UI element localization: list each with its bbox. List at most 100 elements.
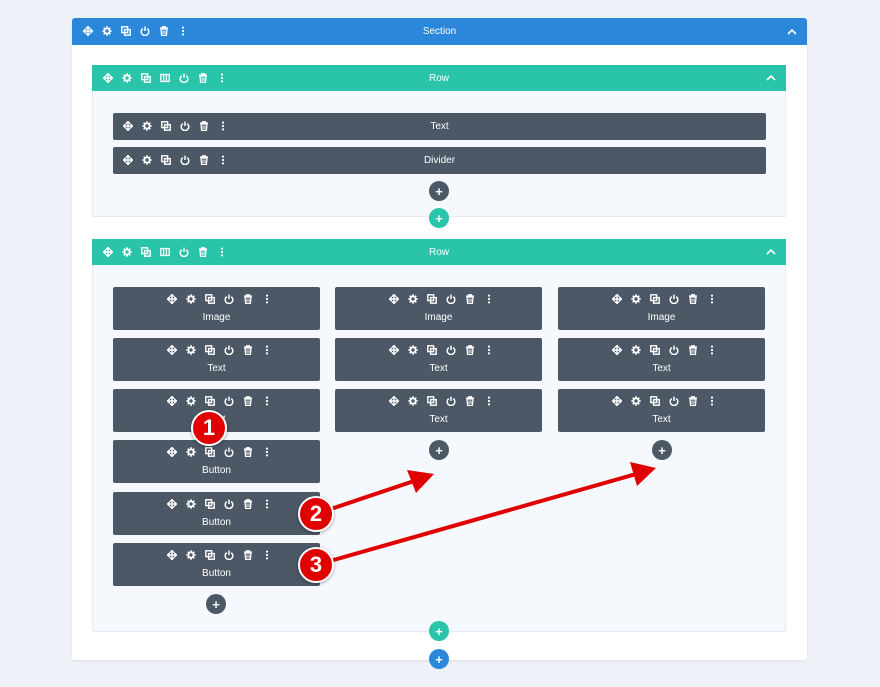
duplicate-icon[interactable] bbox=[136, 244, 155, 260]
move-icon[interactable] bbox=[607, 291, 626, 307]
power-icon[interactable] bbox=[441, 342, 460, 358]
duplicate-icon[interactable] bbox=[645, 342, 664, 358]
gear-icon[interactable] bbox=[117, 70, 136, 86]
move-icon[interactable] bbox=[384, 393, 403, 409]
more-icon[interactable] bbox=[479, 342, 498, 358]
trash-icon[interactable] bbox=[238, 444, 257, 460]
more-icon[interactable] bbox=[257, 291, 276, 307]
move-icon[interactable] bbox=[118, 152, 137, 168]
module-image[interactable]: Image bbox=[113, 287, 320, 330]
more-icon[interactable] bbox=[257, 496, 276, 512]
trash-icon[interactable] bbox=[238, 291, 257, 307]
more-icon[interactable] bbox=[213, 118, 232, 134]
add-row-button[interactable]: + bbox=[429, 208, 449, 228]
more-icon[interactable] bbox=[213, 152, 232, 168]
power-icon[interactable] bbox=[135, 23, 154, 39]
more-icon[interactable] bbox=[173, 23, 192, 39]
move-icon[interactable] bbox=[98, 70, 117, 86]
duplicate-icon[interactable] bbox=[200, 342, 219, 358]
gear-icon[interactable] bbox=[626, 342, 645, 358]
gear-icon[interactable] bbox=[117, 244, 136, 260]
trash-icon[interactable] bbox=[238, 393, 257, 409]
trash-icon[interactable] bbox=[460, 342, 479, 358]
more-icon[interactable] bbox=[479, 393, 498, 409]
power-icon[interactable] bbox=[664, 291, 683, 307]
chevron-up-icon[interactable] bbox=[764, 71, 778, 85]
duplicate-icon[interactable] bbox=[645, 393, 664, 409]
row-2-header[interactable]: Row bbox=[92, 239, 786, 265]
add-section-button[interactable]: + bbox=[429, 649, 449, 669]
duplicate-icon[interactable] bbox=[200, 444, 219, 460]
chevron-up-icon[interactable] bbox=[785, 25, 799, 39]
add-module-button[interactable]: + bbox=[652, 440, 672, 460]
add-row-button[interactable]: + bbox=[429, 621, 449, 641]
add-module-button[interactable]: + bbox=[206, 594, 226, 614]
gear-icon[interactable] bbox=[403, 342, 422, 358]
gear-icon[interactable] bbox=[626, 393, 645, 409]
power-icon[interactable] bbox=[441, 393, 460, 409]
more-icon[interactable] bbox=[702, 342, 721, 358]
module-button[interactable]: Button bbox=[113, 543, 320, 586]
move-icon[interactable] bbox=[162, 496, 181, 512]
duplicate-icon[interactable] bbox=[156, 118, 175, 134]
trash-icon[interactable] bbox=[194, 152, 213, 168]
gear-icon[interactable] bbox=[181, 444, 200, 460]
chevron-up-icon[interactable] bbox=[764, 245, 778, 259]
duplicate-icon[interactable] bbox=[200, 496, 219, 512]
add-module-button[interactable]: + bbox=[429, 181, 449, 201]
trash-icon[interactable] bbox=[193, 244, 212, 260]
duplicate-icon[interactable] bbox=[156, 152, 175, 168]
columns-icon[interactable] bbox=[155, 70, 174, 86]
move-icon[interactable] bbox=[162, 393, 181, 409]
trash-icon[interactable] bbox=[238, 342, 257, 358]
move-icon[interactable] bbox=[162, 342, 181, 358]
duplicate-icon[interactable] bbox=[422, 291, 441, 307]
move-icon[interactable] bbox=[162, 547, 181, 563]
section-header[interactable]: Section bbox=[72, 18, 807, 45]
trash-icon[interactable] bbox=[194, 118, 213, 134]
power-icon[interactable] bbox=[174, 70, 193, 86]
more-icon[interactable] bbox=[212, 70, 231, 86]
power-icon[interactable] bbox=[441, 291, 460, 307]
move-icon[interactable] bbox=[384, 342, 403, 358]
gear-icon[interactable] bbox=[137, 152, 156, 168]
trash-icon[interactable] bbox=[683, 393, 702, 409]
more-icon[interactable] bbox=[257, 393, 276, 409]
gear-icon[interactable] bbox=[97, 23, 116, 39]
more-icon[interactable] bbox=[212, 244, 231, 260]
duplicate-icon[interactable] bbox=[200, 393, 219, 409]
power-icon[interactable] bbox=[175, 152, 194, 168]
duplicate-icon[interactable] bbox=[422, 393, 441, 409]
module-text[interactable]: Text bbox=[558, 389, 765, 432]
trash-icon[interactable] bbox=[460, 291, 479, 307]
trash-icon[interactable] bbox=[193, 70, 212, 86]
power-icon[interactable] bbox=[664, 393, 683, 409]
module-text[interactable]: Text bbox=[113, 113, 766, 140]
power-icon[interactable] bbox=[219, 547, 238, 563]
power-icon[interactable] bbox=[175, 118, 194, 134]
trash-icon[interactable] bbox=[683, 291, 702, 307]
trash-icon[interactable] bbox=[238, 547, 257, 563]
trash-icon[interactable] bbox=[154, 23, 173, 39]
module-text[interactable]: Text bbox=[113, 338, 320, 381]
more-icon[interactable] bbox=[257, 444, 276, 460]
duplicate-icon[interactable] bbox=[116, 23, 135, 39]
columns-icon[interactable] bbox=[155, 244, 174, 260]
duplicate-icon[interactable] bbox=[200, 291, 219, 307]
more-icon[interactable] bbox=[702, 291, 721, 307]
trash-icon[interactable] bbox=[238, 496, 257, 512]
trash-icon[interactable] bbox=[460, 393, 479, 409]
move-icon[interactable] bbox=[118, 118, 137, 134]
gear-icon[interactable] bbox=[403, 393, 422, 409]
duplicate-icon[interactable] bbox=[645, 291, 664, 307]
gear-icon[interactable] bbox=[181, 496, 200, 512]
gear-icon[interactable] bbox=[626, 291, 645, 307]
gear-icon[interactable] bbox=[403, 291, 422, 307]
move-icon[interactable] bbox=[384, 291, 403, 307]
trash-icon[interactable] bbox=[683, 342, 702, 358]
module-divider[interactable]: Divider bbox=[113, 147, 766, 174]
gear-icon[interactable] bbox=[181, 547, 200, 563]
move-icon[interactable] bbox=[78, 23, 97, 39]
gear-icon[interactable] bbox=[181, 393, 200, 409]
more-icon[interactable] bbox=[702, 393, 721, 409]
